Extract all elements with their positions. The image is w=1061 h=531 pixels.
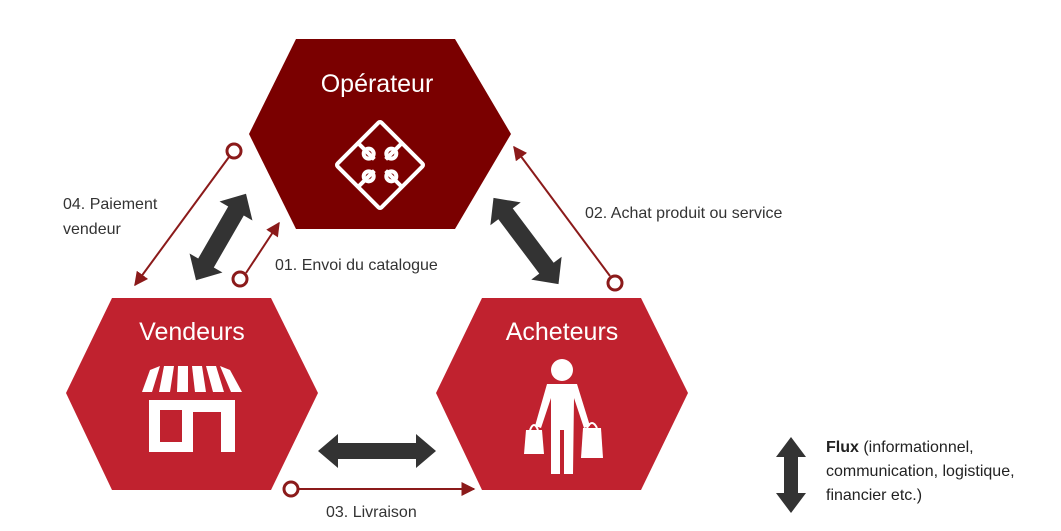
flow-label-04-line2: vendeur [63,221,121,238]
flow-arrow-04 [134,156,230,287]
legend-rest: (informationnel, communication, logistiq… [826,439,1015,504]
flow-label-04-line1: 04. Paiement [63,196,158,213]
legend-double-arrow-icon [776,437,806,513]
double-arrow-vendeurs-operateur [189,193,253,281]
storefront-icon [142,366,242,452]
double-arrow-vendeurs-acheteurs [318,434,436,468]
shopper-icon [524,359,603,474]
flow-arrow-02 [513,145,611,277]
flow-label-03: 03. Livraison [326,504,417,521]
vendeurs-label: Vendeurs [139,318,245,346]
flow-label-02: 02. Achat produit ou service [585,205,783,222]
puzzle-icon [334,119,426,211]
legend-bold: Flux [826,439,859,456]
acheteurs-label: Acheteurs [506,318,619,346]
operateur-hexagon [249,39,511,229]
flow-arrow-01 [245,221,280,274]
double-arrow-operateur-acheteurs [490,197,562,285]
operateur-label: Opérateur [321,70,434,98]
vendeurs-hexagon [66,298,318,490]
flow-label-01: 01. Envoi du catalogue [275,257,438,274]
legend-text: Flux (informationnel, communication, log… [826,436,1056,508]
